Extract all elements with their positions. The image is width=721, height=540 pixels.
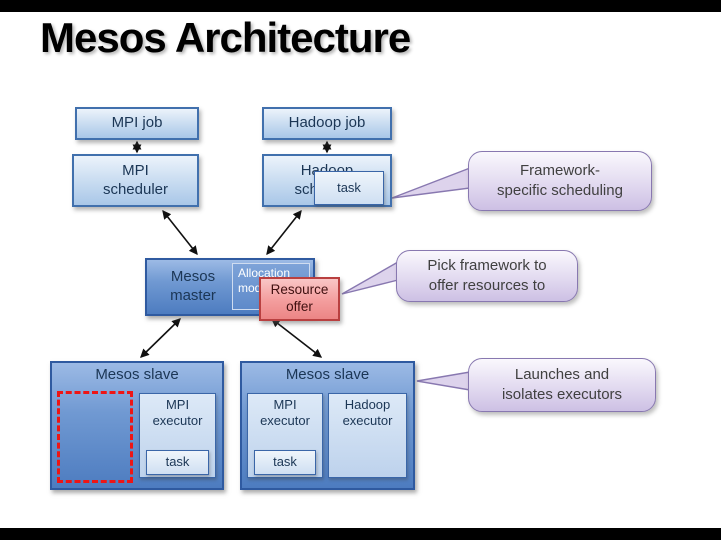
dashed-highlight-rect — [57, 391, 133, 483]
arrow-hadoopscheduler-master — [266, 209, 302, 256]
pick-callout-pointer — [341, 260, 399, 295]
framework-callout-pointer — [391, 166, 471, 199]
launches-callout-pointer — [416, 371, 471, 391]
task-left-label: task — [165, 454, 190, 470]
hadoop-executor-label: Hadoop executor — [342, 397, 393, 429]
arrow-master-slaveleft — [140, 318, 181, 358]
mesos-slave-left-label: Mesos slave — [95, 366, 179, 383]
hadoop-job-label: Hadoop job — [288, 114, 366, 132]
mesos-slave-right-label: Mesos slave — [285, 366, 370, 383]
launches-callout: Launches and isolates executors — [468, 358, 656, 412]
hadoop-executor-node: Hadoop executor — [328, 393, 407, 478]
letterbox-bottom — [0, 528, 721, 540]
scheduler-task-node: task — [314, 171, 384, 205]
slide-title: Mesos Architecture — [40, 14, 411, 61]
pick-callout: Pick framework to offer resources to — [396, 250, 578, 302]
scheduler-task-label: task — [337, 179, 361, 195]
hadoop-job-node: Hadoop job — [262, 107, 392, 140]
mpi-executor-left-label: MPI executor — [152, 397, 203, 429]
task-left-node: task — [146, 450, 209, 475]
letterbox-top — [0, 0, 721, 12]
mpi-job-label: MPI job — [111, 114, 163, 132]
resource-offer-label: Resource offer — [270, 282, 329, 314]
arrow-master-slaveright — [270, 318, 323, 358]
framework-callout: Framework- specific scheduling — [468, 151, 652, 211]
mesos-master-label: Mesos master — [170, 268, 216, 304]
mpi-scheduler-node: MPI scheduler — [72, 154, 199, 207]
mpi-scheduler-label: MPI scheduler — [102, 161, 169, 198]
mpi-executor-right-label: MPI executor — [260, 397, 310, 429]
mpi-job-node: MPI job — [75, 107, 199, 140]
task-right-node: task — [254, 450, 316, 475]
arrow-mpischeduler-master — [162, 209, 198, 256]
task-right-label: task — [273, 454, 297, 470]
resource-offer-node: Resource offer — [259, 277, 340, 321]
